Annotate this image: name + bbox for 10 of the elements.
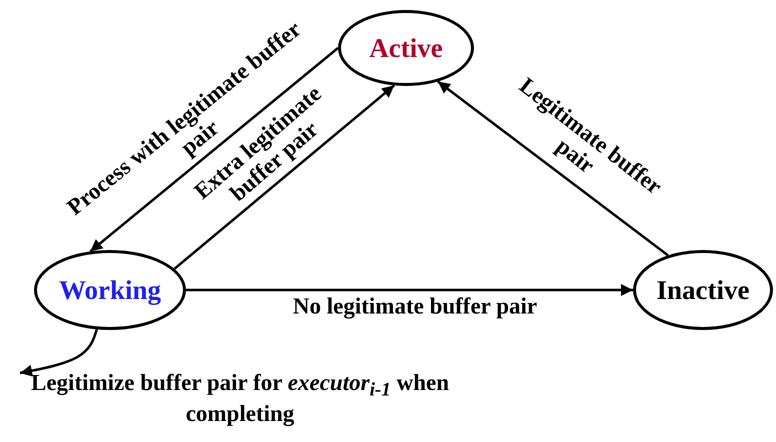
edge-label: Legitimize buffer pair for executor$_{i-1}$ when completing — [30, 370, 450, 426]
arrow — [90, 47, 339, 252]
state-name: Active — [369, 32, 443, 64]
arrow — [174, 84, 395, 270]
arrow — [20, 329, 98, 377]
state-name: Working — [58, 274, 162, 306]
edge-label: No legitimate buffer pair — [292, 293, 538, 319]
arrow — [186, 284, 633, 296]
arrow — [437, 80, 669, 256]
state-name: Inactive — [656, 274, 750, 306]
